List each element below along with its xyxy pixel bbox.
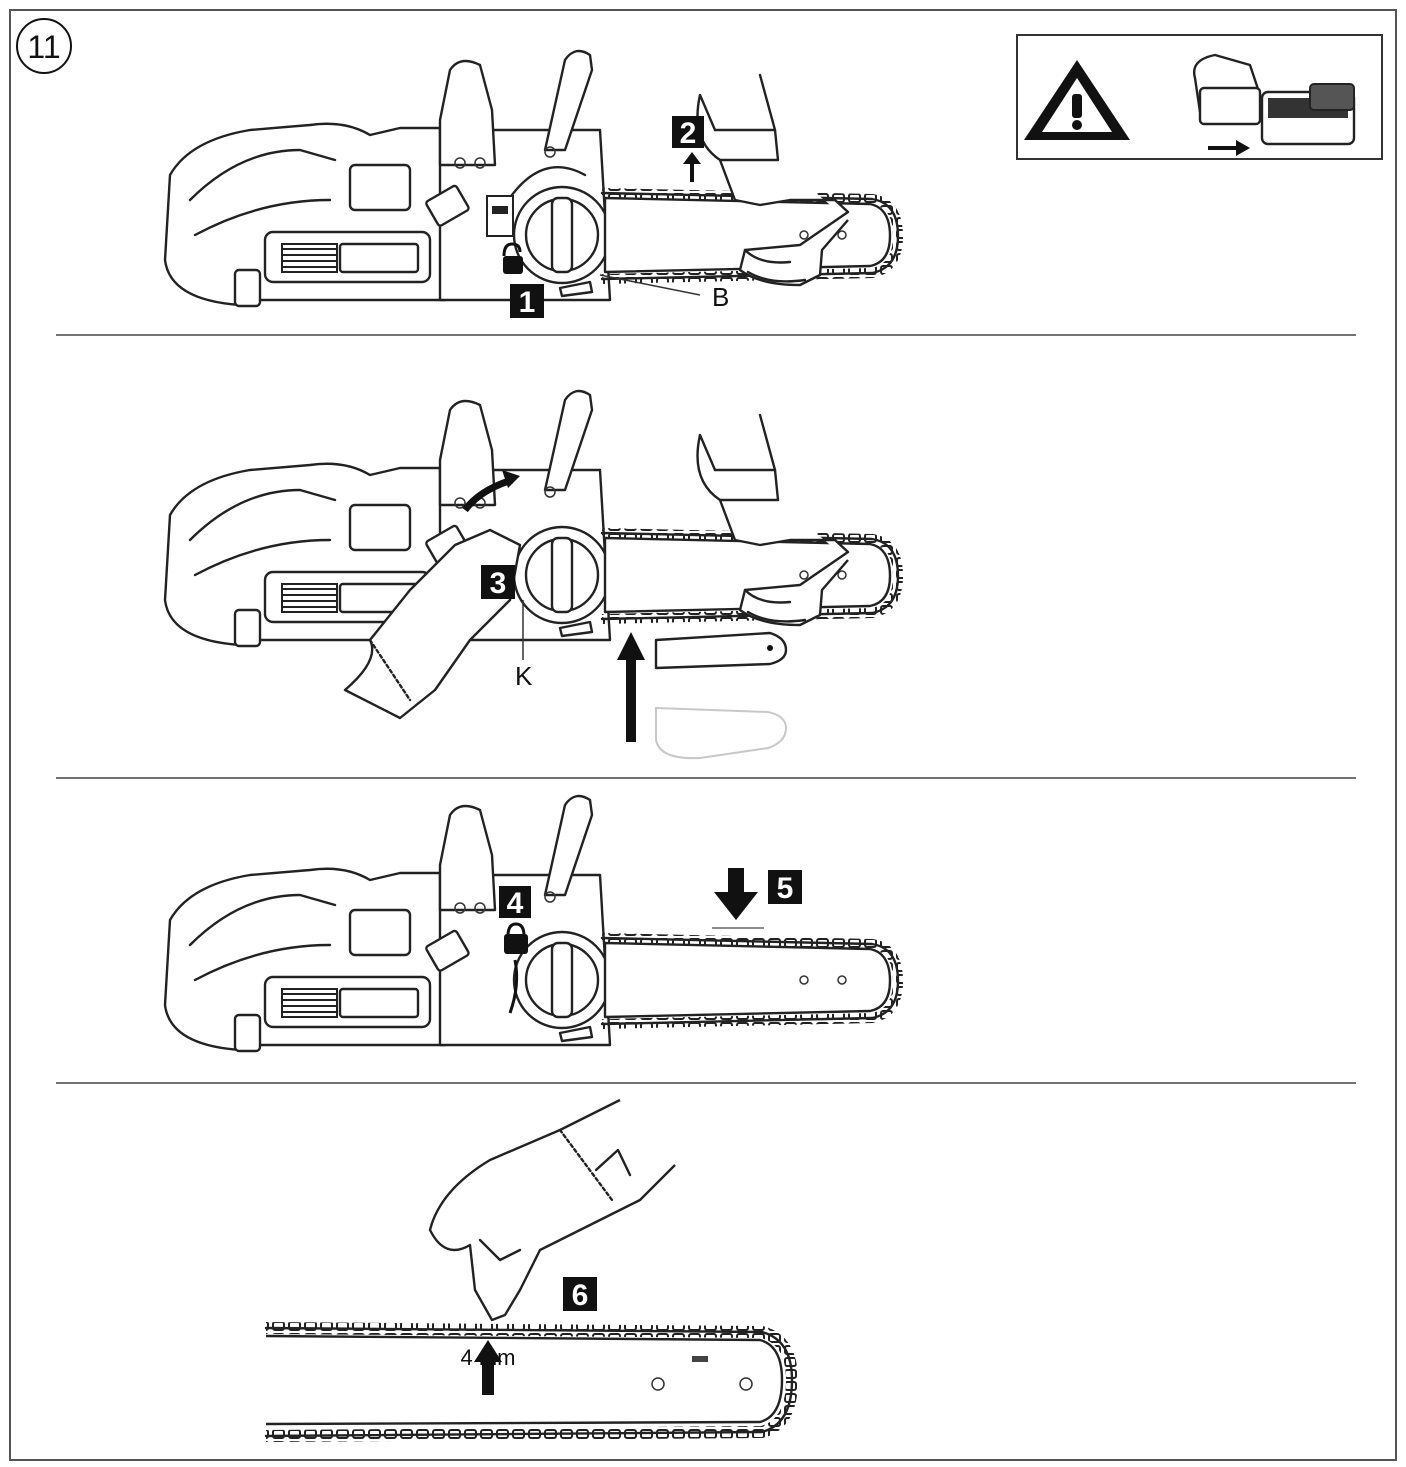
step-badge-1: 1 [510,284,544,319]
lock-padlock-icon [504,922,528,954]
step-badge-5: 5 [768,870,802,905]
svg-text:6: 6 [572,1279,589,1312]
figure-frame [9,9,1397,1461]
label-k: K [515,661,533,691]
panel-step-4-5: 4 5 [165,796,898,1051]
step-badge-3: 3 [481,565,515,600]
warning-panel [1016,34,1383,160]
warning-triangle-icon [1024,60,1130,140]
step-badge-2: 2 [672,116,704,150]
unlock-padlock-icon [502,242,523,274]
svg-text:1: 1 [519,286,536,319]
svg-text:4: 4 [507,887,524,920]
figure-number: 11 [16,18,72,74]
chainsaw-illustration [165,796,898,1051]
panel-step-3: K 3 [165,391,898,760]
lift-arrow [683,152,701,182]
battery-removal-icon [1193,53,1356,156]
deflection-arrow [474,1340,502,1395]
measurement-label: 4 mm [461,1345,516,1370]
label-b: B [712,282,729,312]
bar-tension-diagram [617,631,788,760]
figure-number-text: 11 [27,29,60,65]
panel-step-1-2: B 1 2 [165,51,898,319]
step-badge-4: 4 [499,886,531,920]
svg-text:5: 5 [777,872,794,905]
svg-text:3: 3 [490,567,507,600]
glove-pinching-chain [428,1098,676,1322]
press-down-arrow [714,868,758,920]
step-badge-6: 6 [563,1277,597,1312]
panel-step-6: 6 4 mm [264,1098,799,1442]
guide-bar-chain [264,1322,799,1442]
svg-text:2: 2 [680,117,697,150]
